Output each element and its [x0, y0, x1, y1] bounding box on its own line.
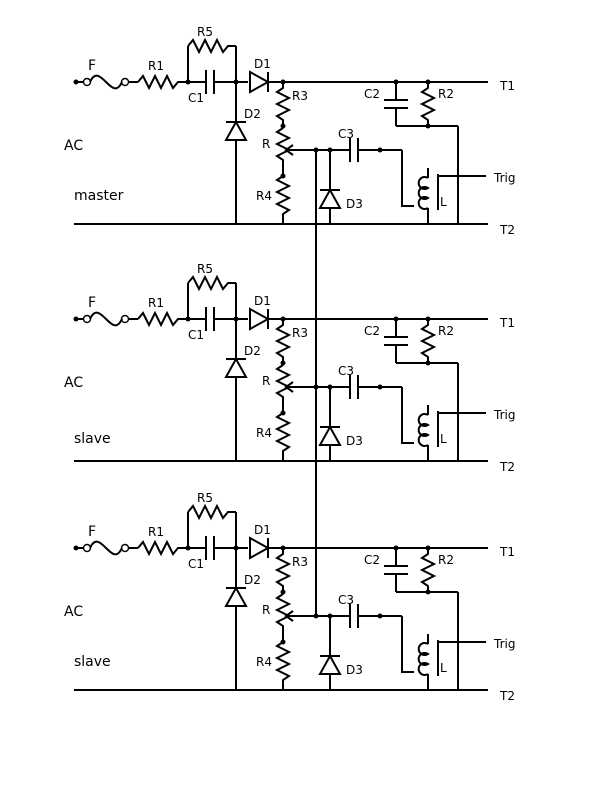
- r-label: R: [262, 603, 270, 617]
- t2-label: T2: [499, 689, 515, 703]
- t1-label: T1: [499, 79, 515, 93]
- c1-label: C1: [188, 328, 204, 342]
- stage-role-label: master: [74, 188, 124, 204]
- r3-label: R3: [292, 326, 308, 340]
- c2-label: C2: [364, 553, 380, 567]
- t2-label: T2: [499, 460, 515, 474]
- d3-label: D3: [346, 197, 363, 211]
- fuse-label: F: [88, 524, 96, 540]
- ac-label: AC: [64, 375, 83, 391]
- r1-label: R1: [148, 59, 164, 73]
- r3-label: R3: [292, 555, 308, 569]
- l-label: L: [440, 661, 447, 675]
- r5-label: R5: [197, 491, 213, 505]
- r3-label: R3: [292, 89, 308, 103]
- stage-master: F R1 R5 C1 D1 D2 R3 R R4 C2 R2 C3 D3 L T…: [64, 25, 515, 237]
- r-label: R: [262, 137, 270, 151]
- trig-label: Trig: [493, 637, 515, 651]
- stage-slave-1: F R1 R5 C1 D1 D2 R3 R R4 C2 R2 C3 D3 L T…: [64, 262, 515, 474]
- c3-label: C3: [338, 364, 354, 378]
- c1-label: C1: [188, 557, 204, 571]
- c2-label: C2: [364, 87, 380, 101]
- r2-label: R2: [438, 553, 454, 567]
- d1-label: D1: [254, 57, 271, 71]
- d3-label: D3: [346, 434, 363, 448]
- c2-label: C2: [364, 324, 380, 338]
- d3-label: D3: [346, 663, 363, 677]
- t1-label: T1: [499, 316, 515, 330]
- c3-label: C3: [338, 127, 354, 141]
- d1-label: D1: [254, 294, 271, 308]
- trig-label: Trig: [493, 171, 515, 185]
- c1-label: C1: [188, 91, 204, 105]
- r2-label: R2: [438, 87, 454, 101]
- stage-role-label: slave: [74, 654, 111, 670]
- r5-label: R5: [197, 25, 213, 39]
- r4-label: R4: [256, 426, 272, 440]
- l-label: L: [440, 432, 447, 446]
- l-label: L: [440, 195, 447, 209]
- r-label: R: [262, 374, 270, 388]
- r5-label: R5: [197, 262, 213, 276]
- t1-label: T1: [499, 545, 515, 559]
- r1-label: R1: [148, 525, 164, 539]
- ac-label: AC: [64, 604, 83, 620]
- stage-slave-2: F R1 R5 C1 D1 D2 R3 R R4 C2 R2 C3 D3 L T…: [64, 491, 515, 703]
- r4-label: R4: [256, 655, 272, 669]
- d2-label: D2: [244, 573, 261, 587]
- ac-label: AC: [64, 138, 83, 154]
- fuse-label: F: [88, 58, 96, 74]
- d1-label: D1: [254, 523, 271, 537]
- r2-label: R2: [438, 324, 454, 338]
- t2-label: T2: [499, 223, 515, 237]
- c3-label: C3: [338, 593, 354, 607]
- d2-label: D2: [244, 344, 261, 358]
- r4-label: R4: [256, 189, 272, 203]
- trig-label: Trig: [493, 408, 515, 422]
- r1-label: R1: [148, 296, 164, 310]
- fuse-label: F: [88, 295, 96, 311]
- d2-label: D2: [244, 107, 261, 121]
- stage-role-label: slave: [74, 431, 111, 447]
